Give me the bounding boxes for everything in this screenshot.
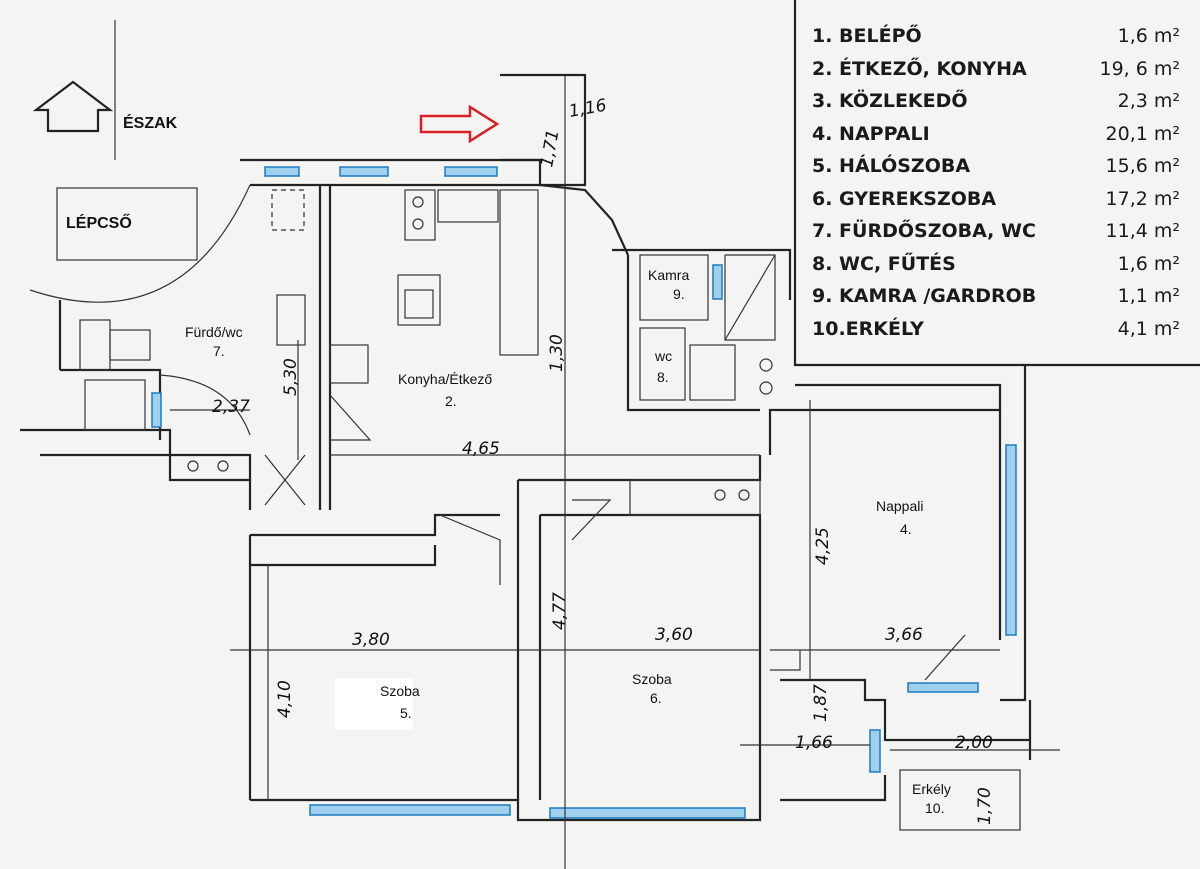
legend-row: 4. NAPPALI 20,1 m² [812, 118, 1180, 151]
legend-row: 7. FÜRDŐSZOBA, WC 11,4 m² [812, 215, 1180, 248]
legend-room: 5. HÁLÓSZOBA [812, 155, 971, 177]
legend-room: 7. FÜRDŐSZOBA, WC [812, 220, 1036, 242]
legend-row: 9. KAMRA /GARDROB 1,1 m² [812, 280, 1180, 313]
legend-row: 1. BELÉPŐ 1,6 m² [812, 20, 1180, 53]
legend-area: 19, 6 m² [1099, 57, 1180, 80]
legend-area: 2,3 m² [1117, 90, 1180, 112]
legend-room: 6. GYEREKSZOBA [812, 187, 997, 210]
kitchen-fixtures [271, 189, 539, 441]
dim-15: 2,00 [955, 733, 993, 753]
room-wc-num: 8. [657, 369, 669, 385]
legend-room: 9. KAMRA /GARDROB [812, 285, 1037, 307]
legend-room: 1. BELÉPŐ [812, 25, 922, 47]
walls [20, 73, 1032, 822]
dim-11: 3,66 [885, 625, 923, 645]
area-legend: 1. BELÉPŐ 1,6 m² 2. ÉTKEZŐ, KONYHA 19, 6 m… [812, 20, 1180, 345]
legend-row: 5. HÁLÓSZOBA 15,6 m² [812, 150, 1180, 183]
legend-area: 15,6 m² [1105, 155, 1180, 177]
dim-3: 1,30 [547, 334, 567, 372]
dimension-lines [170, 75, 1060, 869]
legend-room: 4. NAPPALI [812, 122, 930, 145]
dim-13: 1,87 [811, 684, 831, 722]
legend-area: 4,1 m² [1117, 317, 1180, 340]
room-szoba6-num: 6. [650, 690, 662, 706]
legend-room: 2. ÉTKEZŐ, KONYHA [812, 57, 1027, 80]
dim-14: 1,66 [795, 733, 833, 753]
balcony-area [770, 634, 1021, 831]
dim-5: 2,37 [212, 397, 250, 417]
room5-label-patch [335, 678, 413, 730]
windows [151, 166, 1017, 819]
dim-7: 4,25 [813, 527, 833, 565]
legend-row: 6. GYEREKSZOBA 17,2 m² [812, 183, 1180, 216]
legend-frame [793, 0, 1200, 367]
legend-row: 2. ÉTKEZŐ, KONYHA 19, 6 m² [812, 53, 1180, 86]
legend-row: 8. WC, FŰTÉS 1,6 m² [812, 248, 1180, 281]
dim-10: 3,60 [655, 625, 693, 645]
stair-box [56, 187, 198, 261]
legend-area: 20,1 m² [1105, 122, 1180, 145]
legend-area: 1,6 m² [1117, 25, 1180, 47]
room-szoba5-name: Szoba [380, 683, 420, 699]
legend-row: 3. KÖZLEKEDŐ 2,3 m² [812, 85, 1180, 118]
north-label: ÉSZAK [123, 113, 178, 132]
dim-9: 3,80 [352, 630, 390, 650]
room-szoba5-num: 5. [400, 705, 412, 721]
room-furdo-num: 7. [213, 343, 225, 359]
dim-12: 4,10 [275, 680, 295, 718]
room-konyha-name: Konyha/Étkező [398, 371, 492, 387]
legend-area: 11,4 m² [1105, 220, 1180, 242]
dim-8: 4,77 [550, 592, 570, 630]
legend-area: 17,2 m² [1105, 187, 1180, 210]
room-erkely-name: Erkély [912, 781, 951, 797]
room-kamra-name: Kamra [648, 267, 689, 283]
room-nappali-num: 4. [900, 521, 912, 537]
dim-1: 1,16 [567, 96, 608, 122]
legend-room: 3. KÖZLEKEDŐ [812, 90, 968, 112]
room-erkely-num: 10. [925, 800, 944, 816]
room-konyha-num: 2. [445, 393, 457, 409]
dim-6: 4,65 [462, 439, 500, 459]
room-kamra-num: 9. [673, 286, 685, 302]
north-arrow-icon [32, 80, 114, 133]
dim-4: 5,30 [281, 358, 301, 396]
legend-area: 1,6 m² [1117, 252, 1180, 275]
legend-area: 1,1 m² [1117, 285, 1180, 307]
room-wc-name: wc [654, 348, 672, 364]
legend-room: 10.ERKÉLY [812, 317, 924, 340]
legend-room: 8. WC, FŰTÉS [812, 252, 956, 275]
room-furdo-name: Fürdő/wc [185, 324, 243, 340]
stair-label: LÉPCSŐ [66, 213, 132, 232]
room-szoba6-name: Szoba [632, 671, 672, 687]
dim-16: 1,70 [975, 787, 995, 825]
room-nappali-name: Nappali [876, 498, 923, 514]
bath-fixtures [29, 184, 306, 506]
entrance-arrow-icon [419, 104, 500, 144]
legend-row: 10.ERKÉLY 4,1 m² [812, 313, 1180, 346]
dim-2: 1,71 [537, 128, 563, 169]
kamra-wc-fixtures [439, 254, 776, 585]
